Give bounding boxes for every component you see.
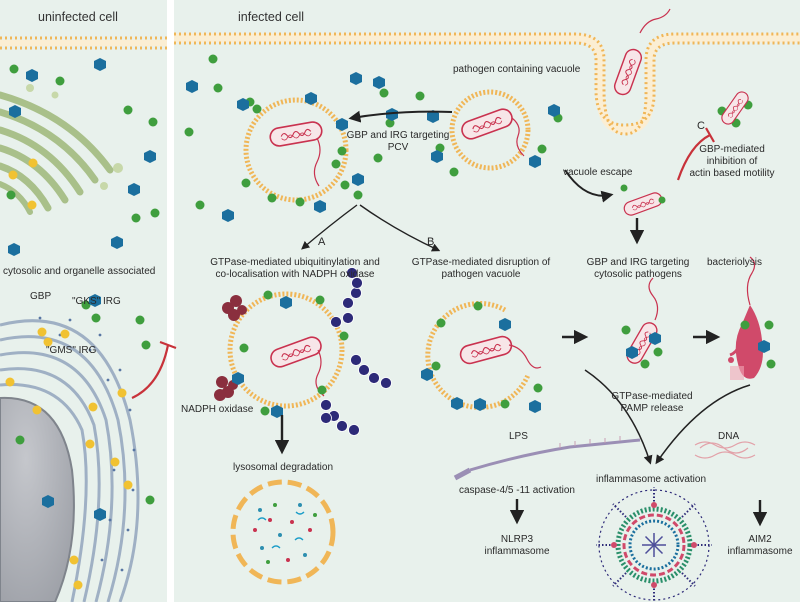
a-text-2: co-localisation with NADPH oxidase — [215, 269, 375, 280]
arrow-pamp-release — [584, 369, 653, 465]
a-text-1: GTPase-mediated ubiquitinylation and — [210, 257, 380, 268]
nadph-oxidase-label: NADPH oxidase — [181, 404, 254, 415]
ribosomes — [38, 316, 136, 572]
targeting-pcv-label-2: PCV — [387, 142, 409, 153]
cyto-gbp — [621, 325, 663, 369]
escape-gbp — [620, 184, 666, 204]
cytosolic-targeting-2: cytosolic pathogens — [594, 269, 682, 280]
vacuole-escape-label: vacuole escape — [563, 167, 633, 178]
dna-label: DNA — [718, 431, 740, 442]
b-gbp — [431, 301, 543, 409]
a-gbp — [239, 290, 349, 416]
a-irg — [232, 296, 292, 418]
nucleus — [0, 396, 75, 602]
bacteriolysis-label: bacteriolysis — [707, 257, 763, 268]
pathogen-containing-vacuole — [449, 89, 531, 171]
lps-label: LPS — [509, 431, 528, 442]
gms-particles — [5, 158, 133, 590]
cytosolic-targeting-1: GBP and IRG targeting — [586, 257, 690, 268]
gbp-particles-uninfected — [6, 64, 160, 505]
c-text-3: actin based motility — [689, 168, 775, 179]
b-text-2: pathogen vacuole — [441, 269, 521, 280]
lysosomal-label: lysosomal degradation — [232, 462, 334, 473]
cytosolic-pathogen — [623, 277, 661, 367]
infected-title: infected cell — [238, 10, 305, 24]
nlrp3-label-1: NLRP3 — [500, 534, 534, 545]
lysosome — [230, 479, 336, 585]
c-text-1: GBP-mediated — [699, 144, 765, 155]
uninfected-title: uninfected cell — [38, 10, 118, 24]
aim2-label-2: inflammasome — [727, 546, 793, 557]
gks-irg-label: "GKS" IRG — [72, 296, 121, 307]
cyto-irg — [626, 332, 661, 359]
pamp-label-1: GTPase-mediated — [611, 391, 693, 402]
inflammasome-activation-label: inflammasome activation — [595, 474, 707, 485]
b-text-1: GTPase-mediated disruption of — [411, 257, 551, 268]
inhibition-arc-uninfected — [131, 344, 170, 399]
golgi-apparatus — [0, 84, 123, 215]
panel-divider — [167, 0, 174, 602]
c-text-2: inhibition of — [706, 156, 758, 167]
arrow-lysis-release — [655, 384, 751, 465]
path-c-label: C — [697, 120, 705, 132]
arrow-path-a — [301, 204, 358, 250]
cytosolic-label: cytosolic and organelle associated — [3, 266, 156, 277]
lysis-irg — [758, 340, 770, 353]
irg-particles-uninfected — [8, 58, 156, 521]
lps-molecule — [453, 436, 641, 481]
inflammasome — [596, 487, 712, 602]
caspase-label: caspase-4/5 -11 activation — [459, 485, 575, 496]
arrow-targeting-pcv — [348, 110, 453, 123]
irg-particles-infected — [186, 72, 748, 222]
pamp-label-2: PAMP release — [620, 403, 684, 414]
dna-molecule — [694, 441, 756, 459]
aim2-label-1: AIM2 — [748, 534, 772, 545]
ubiquitin-chains — [320, 267, 392, 436]
path-b-label: B — [427, 236, 435, 248]
path-a-label: A — [318, 236, 326, 248]
arrow-vacuole-escape — [564, 169, 614, 203]
nlrp3-label-2: inflammasome — [484, 546, 550, 557]
inhibition-arc-c — [676, 134, 711, 181]
nadph-oxidase-complex — [214, 295, 247, 401]
flagellum — [639, 8, 671, 34]
plasma-membrane-infected — [174, 32, 800, 136]
gbp-label: GBP — [30, 291, 52, 302]
inhibition-bar-uninfected — [159, 340, 177, 350]
b-irg — [421, 318, 541, 413]
inhibition-bar-c — [705, 127, 715, 143]
targeting-pcv-label-1: GBP and IRG targeting — [346, 130, 450, 141]
plasma-membrane-uninfected — [0, 36, 167, 50]
lysis-gbp — [740, 320, 776, 369]
pcv-label: pathogen containing vacuole — [453, 64, 581, 75]
gms-irg-label: "GMS" IRG — [46, 345, 97, 356]
arrow-path-b — [359, 204, 441, 252]
